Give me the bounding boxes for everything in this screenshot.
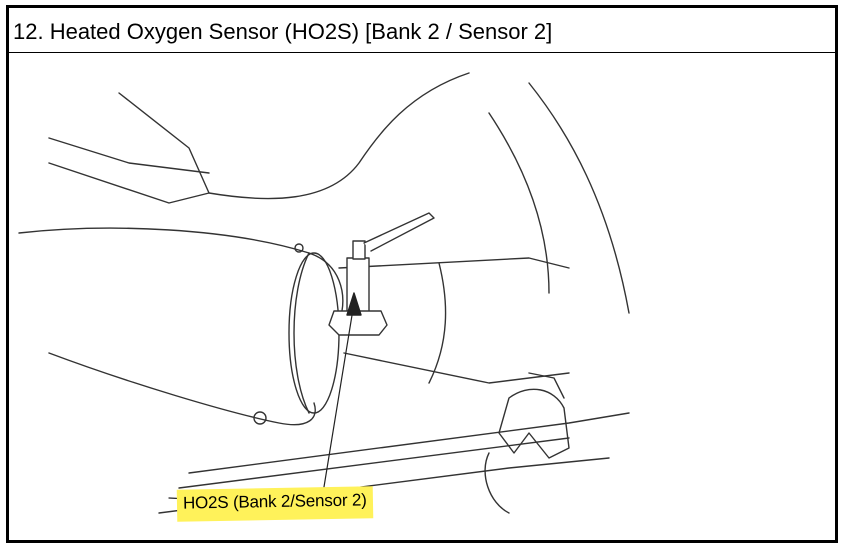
pipe-top — [338, 257, 570, 269]
lower-rail-2 — [178, 437, 570, 489]
muffler-bolt — [253, 411, 267, 425]
sensor-cap — [352, 240, 366, 260]
leader-arrow — [346, 292, 362, 316]
panel-hole — [294, 243, 304, 253]
body-panel-outline — [48, 92, 210, 204]
bracket-3 — [484, 452, 510, 514]
diagram-frame: 12. Heated Oxygen Sensor (HO2S) [Bank 2 … — [6, 5, 838, 543]
sensor-wire — [363, 212, 435, 252]
sensor-callout-label: HO2S (Bank 2/Sensor 2) — [176, 486, 373, 522]
bracket-2 — [528, 372, 565, 399]
muffler-rim — [288, 252, 340, 414]
sensor-base — [328, 310, 388, 336]
bracket — [498, 388, 570, 459]
line-drawing — [18, 72, 630, 514]
pipe-bottom — [343, 352, 570, 384]
right-panel-curve — [528, 82, 630, 314]
muffler-end — [293, 252, 310, 414]
lower-rail-1 — [188, 412, 630, 474]
muffler-bottom — [48, 352, 316, 426]
body-panel-edge — [48, 137, 210, 174]
right-panel-curve-2 — [488, 112, 550, 294]
title-bar: 12. Heated Oxygen Sensor (HO2S) [Bank 2 … — [9, 8, 835, 53]
pipe-flange — [428, 262, 447, 384]
sensor-illustration: HO2S (Bank 2/Sensor 2) — [9, 53, 835, 540]
body-panel-curve — [208, 72, 470, 200]
diagram-title: 12. Heated Oxygen Sensor (HO2S) [Bank 2 … — [13, 19, 553, 44]
muffler-top — [18, 227, 344, 324]
leader-line — [322, 302, 355, 494]
